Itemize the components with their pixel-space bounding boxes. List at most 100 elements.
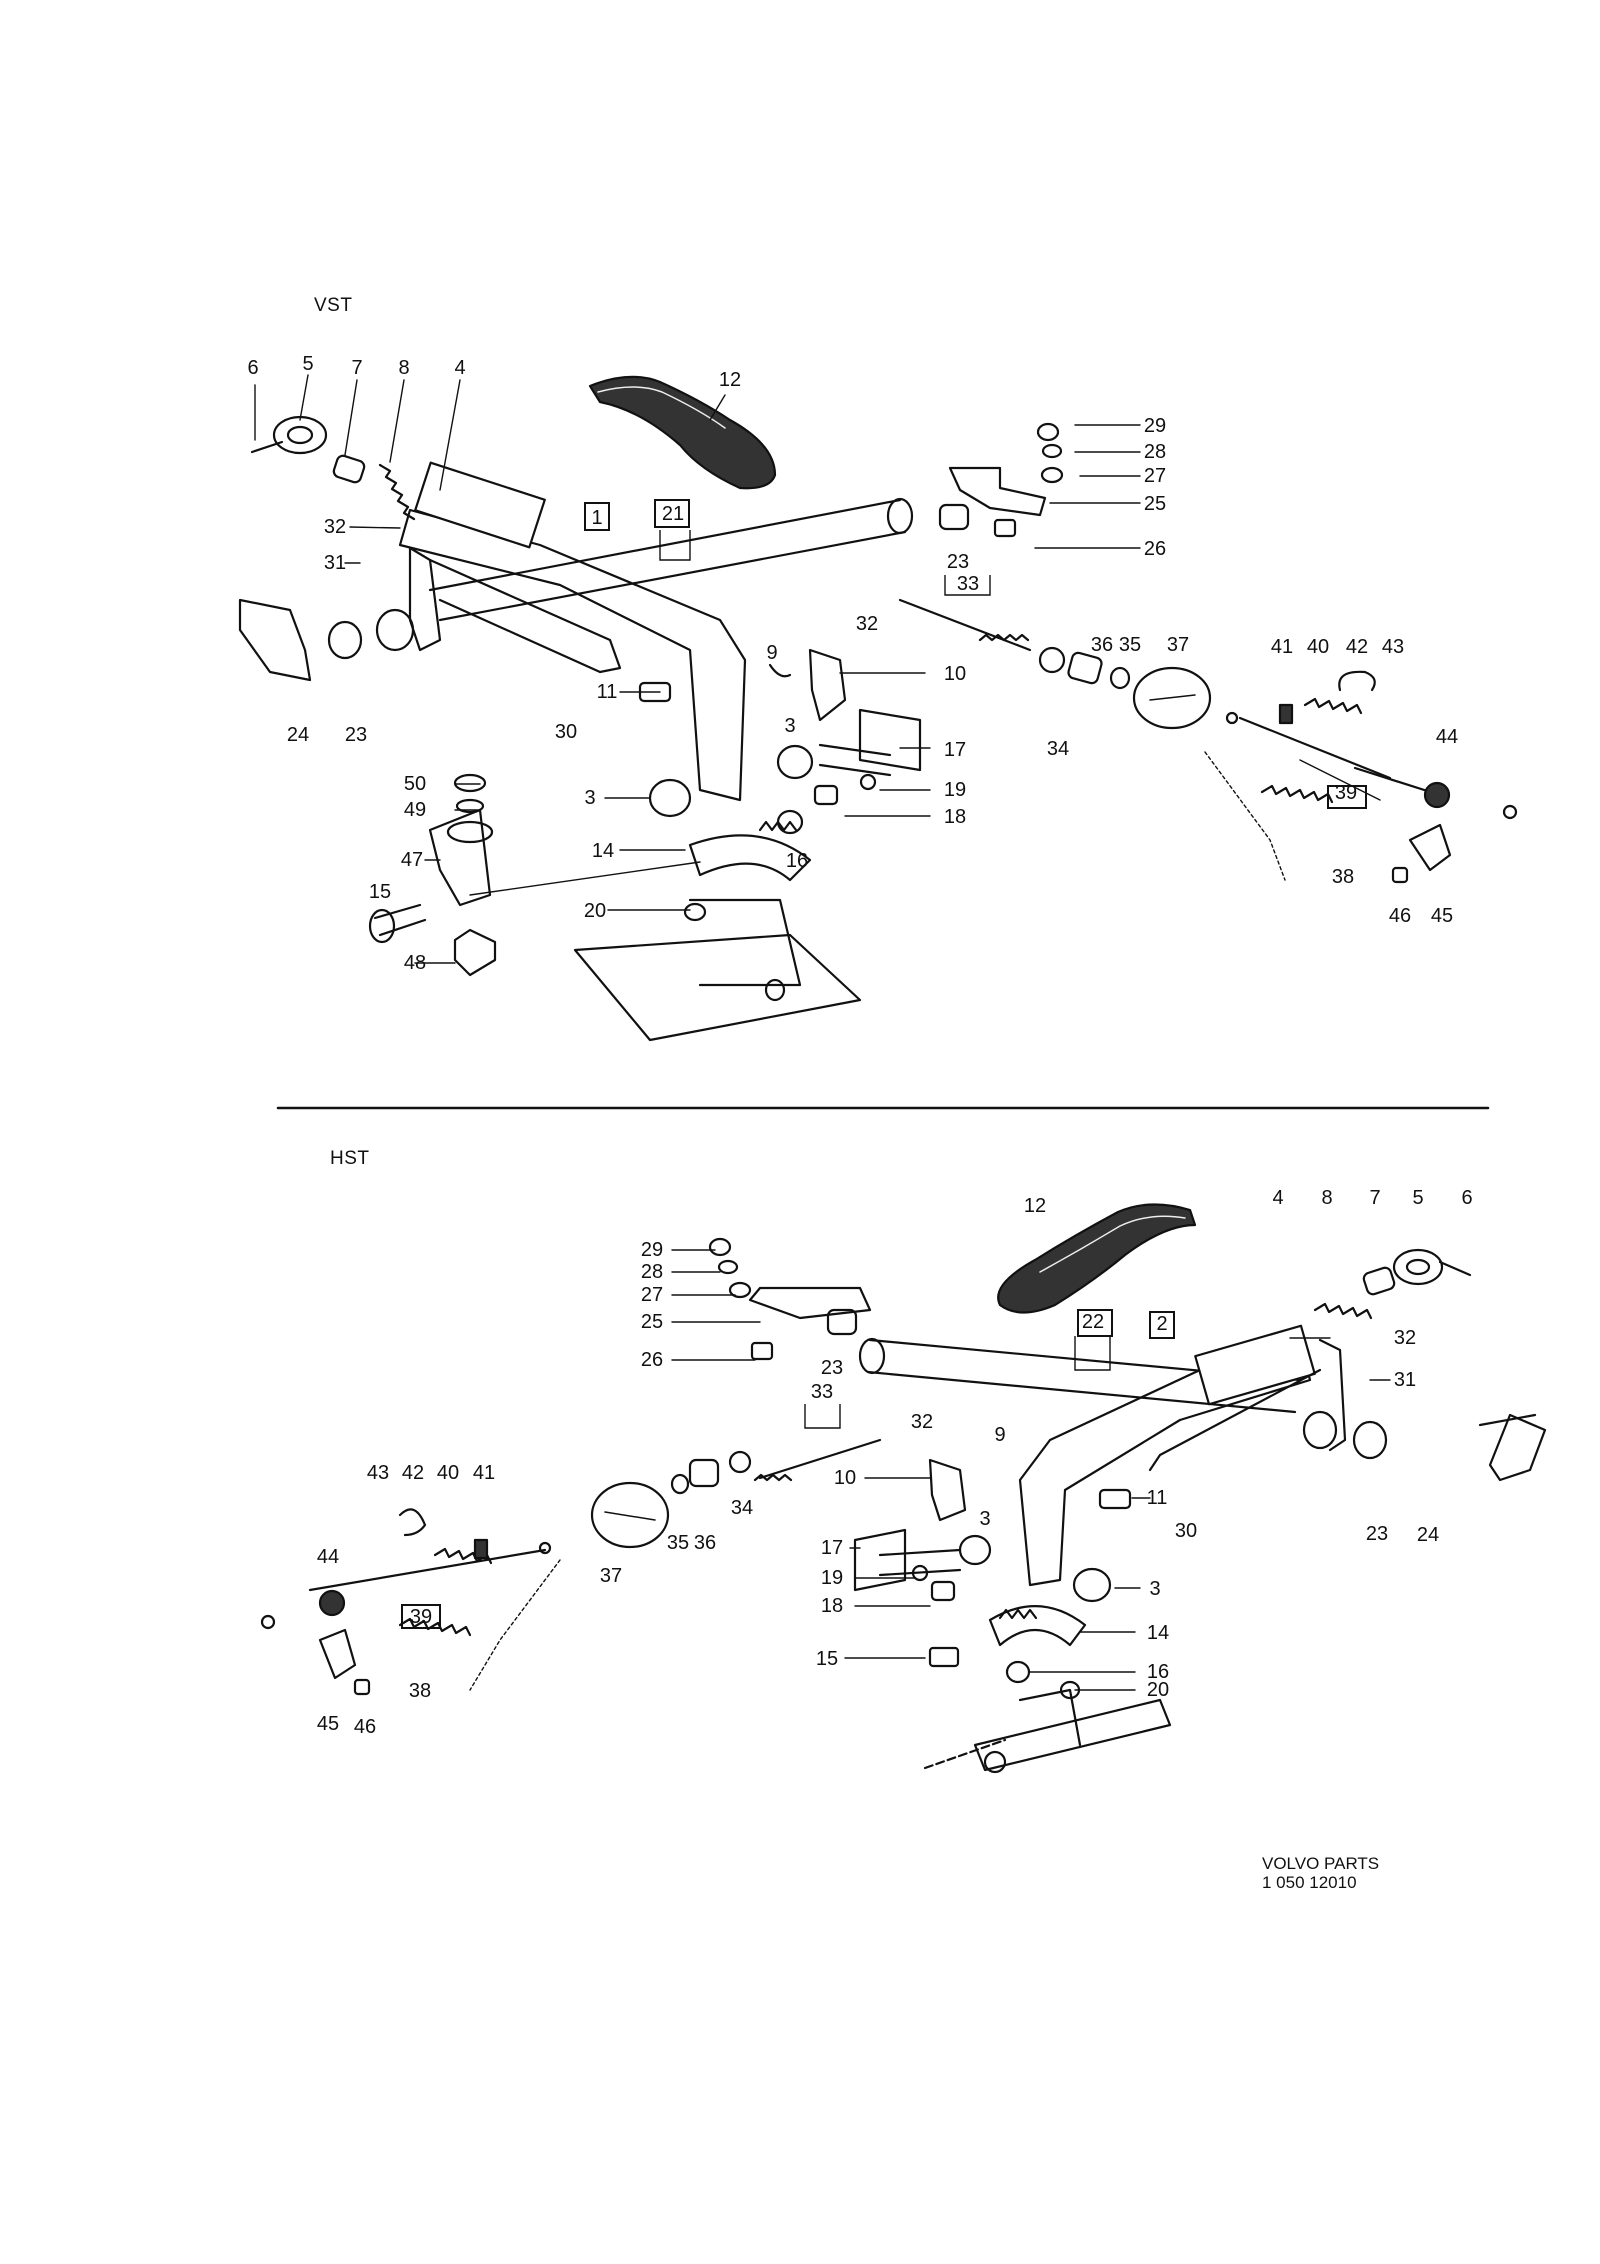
- callout: 5: [1412, 1187, 1423, 1209]
- callout: 46: [1389, 905, 1411, 927]
- callout: 6: [1461, 1187, 1472, 1209]
- section-label-vst: VST: [314, 295, 353, 316]
- callout: 2: [1156, 1313, 1167, 1335]
- callout: 15: [816, 1648, 838, 1670]
- callout: 37: [1167, 634, 1189, 656]
- callout: 32: [911, 1411, 933, 1433]
- callout: 38: [409, 1680, 431, 1702]
- callout: 11: [597, 681, 618, 703]
- callout: 3: [784, 715, 795, 737]
- callout: 20: [584, 900, 606, 922]
- callout: 44: [317, 1546, 339, 1568]
- callout: 40: [1307, 636, 1329, 658]
- callout: 7: [351, 357, 362, 379]
- callout: 31: [1394, 1369, 1416, 1391]
- callout: 32: [856, 613, 878, 635]
- callout: 23: [947, 551, 969, 573]
- callout: 25: [641, 1311, 663, 1333]
- callout: 41: [473, 1462, 495, 1484]
- vst-assembly: [238, 375, 1518, 1042]
- callout: 35: [667, 1532, 689, 1554]
- callout: 16: [786, 850, 808, 872]
- callout: 4: [454, 357, 465, 379]
- callout: 35: [1119, 634, 1141, 656]
- callout: 34: [1047, 738, 1069, 760]
- callout: 50: [404, 773, 426, 795]
- callout: 33: [957, 573, 979, 595]
- callout: 18: [944, 806, 966, 828]
- callout: 19: [821, 1567, 843, 1589]
- callout: 28: [641, 1261, 663, 1283]
- callout: 10: [944, 663, 966, 685]
- callout: 32: [1394, 1327, 1416, 1349]
- callout: 8: [398, 357, 409, 379]
- callout: 19: [944, 779, 966, 801]
- callout: 6: [247, 357, 258, 379]
- callout: 23: [1366, 1523, 1388, 1545]
- footer-part-number: 1 050 12010: [1262, 1873, 1357, 1892]
- callout: 10: [834, 1467, 856, 1489]
- callout: 33: [811, 1381, 833, 1403]
- callout: 26: [641, 1349, 663, 1371]
- callout: 36: [1091, 634, 1113, 656]
- callout: 43: [1382, 636, 1404, 658]
- callout: 22: [1082, 1311, 1104, 1333]
- footer-brand: VOLVO PARTS: [1262, 1854, 1380, 1873]
- callout: 1: [591, 507, 602, 529]
- callout: 27: [1144, 465, 1166, 487]
- hst-assembly: [260, 1203, 1547, 1774]
- callout: 37: [600, 1565, 622, 1587]
- callout: 25: [1144, 493, 1166, 515]
- callout: 9: [766, 642, 777, 664]
- callout: 3: [584, 787, 595, 809]
- callout: 42: [402, 1462, 424, 1484]
- callout: 30: [1175, 1520, 1197, 1542]
- callout: 45: [317, 1713, 339, 1735]
- callout: 42: [1346, 636, 1368, 658]
- callout: 9: [994, 1424, 1005, 1446]
- callout: 7: [1369, 1187, 1380, 1209]
- callout: 40: [437, 1462, 459, 1484]
- vst-callouts: 6 5 7 8 4 12 29 28 27 25 26 32 31 1 21 2…: [247, 353, 1458, 974]
- callout: 8: [1321, 1187, 1332, 1209]
- callout: 23: [345, 724, 367, 746]
- callout: 49: [404, 799, 426, 821]
- callout: 29: [1144, 415, 1166, 437]
- callout: 18: [821, 1595, 843, 1617]
- callout: 28: [1144, 441, 1166, 463]
- callout: 15: [369, 881, 391, 903]
- callout: 39: [410, 1606, 432, 1628]
- callout: 34: [731, 1497, 753, 1519]
- callout: 43: [367, 1462, 389, 1484]
- callout: 12: [719, 369, 741, 391]
- callout: 12: [1024, 1195, 1046, 1217]
- callout: 39: [1335, 782, 1357, 804]
- callout: 14: [1147, 1622, 1169, 1644]
- callout: 16: [1147, 1661, 1169, 1683]
- callout: 21: [662, 503, 684, 525]
- callout: 38: [1332, 866, 1354, 888]
- callout: 47: [401, 849, 423, 871]
- callout: 30: [555, 721, 577, 743]
- callout: 36: [694, 1532, 716, 1554]
- callout: 11: [1147, 1487, 1168, 1509]
- callout: 26: [1144, 538, 1166, 560]
- callout: 45: [1431, 905, 1453, 927]
- callout: 32: [324, 516, 346, 538]
- callout: 46: [354, 1716, 376, 1738]
- callout: 24: [1417, 1524, 1439, 1546]
- callout: 17: [821, 1537, 843, 1559]
- callout: 20: [1147, 1679, 1169, 1701]
- footer-parts-reference: VOLVO PARTS 1 050 12010: [1262, 1854, 1379, 1892]
- callout: 48: [404, 952, 426, 974]
- callout: 27: [641, 1284, 663, 1306]
- callout: 44: [1436, 726, 1458, 748]
- callout: 17: [944, 739, 966, 761]
- callout: 41: [1271, 636, 1293, 658]
- callout: 31: [324, 552, 346, 574]
- callout: 3: [979, 1508, 990, 1530]
- callout: 29: [641, 1239, 663, 1261]
- callout: 5: [302, 353, 313, 375]
- callout: 24: [287, 724, 309, 746]
